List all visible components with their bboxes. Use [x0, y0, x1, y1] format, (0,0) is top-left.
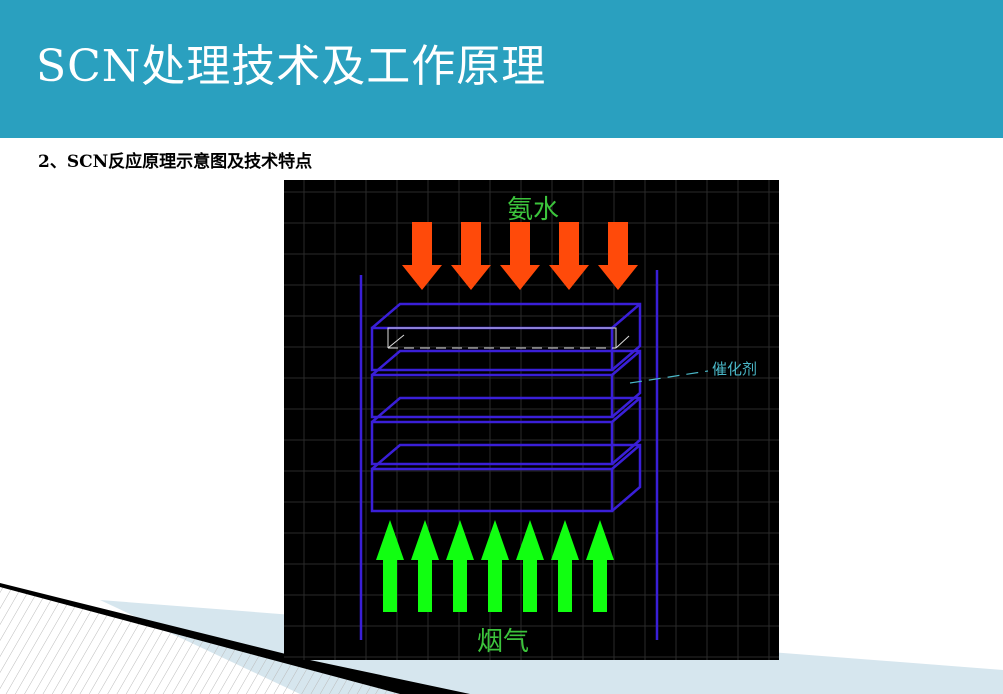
catalyst-layers — [370, 302, 642, 513]
ammonia-arrow — [549, 222, 589, 290]
ammonia-arrows — [402, 222, 638, 290]
flue-gas-arrows — [376, 520, 614, 612]
ammonia-arrow — [402, 222, 442, 290]
flue-gas-arrow — [551, 520, 579, 612]
ammonia-arrow — [451, 222, 491, 290]
section-subtitle: 2、SCN反应原理示意图及技术特点 — [38, 152, 313, 172]
flue-gas-arrow — [376, 520, 404, 612]
catalyst-layer — [370, 443, 642, 513]
flue-gas-arrow — [516, 520, 544, 612]
catalyst-label: 催化剂 — [712, 360, 757, 378]
flue-gas-arrow — [446, 520, 474, 612]
flue-gas-arrow — [481, 520, 509, 612]
flue-gas-arrow — [586, 520, 614, 612]
ammonia-arrow — [598, 222, 638, 290]
ammonia-arrow — [500, 222, 540, 290]
catalyst-layer — [370, 349, 642, 419]
ammonia-label: 氨水 — [507, 195, 559, 225]
catalyst-layer — [370, 396, 642, 466]
catalyst-leader-line — [629, 370, 709, 384]
page-title: SCN处理技术及工作原理 — [36, 41, 547, 92]
flue-gas-label: 烟气 — [477, 627, 529, 657]
header-bar: SCN处理技术及工作原理 — [0, 0, 1003, 138]
catalyst-layer — [370, 302, 642, 372]
catalyst-inner-outline — [387, 327, 630, 349]
scn-reaction-diagram: 氨水 催化剂 烟气 — [284, 180, 779, 660]
flue-gas-arrow — [411, 520, 439, 612]
grid — [284, 180, 779, 660]
